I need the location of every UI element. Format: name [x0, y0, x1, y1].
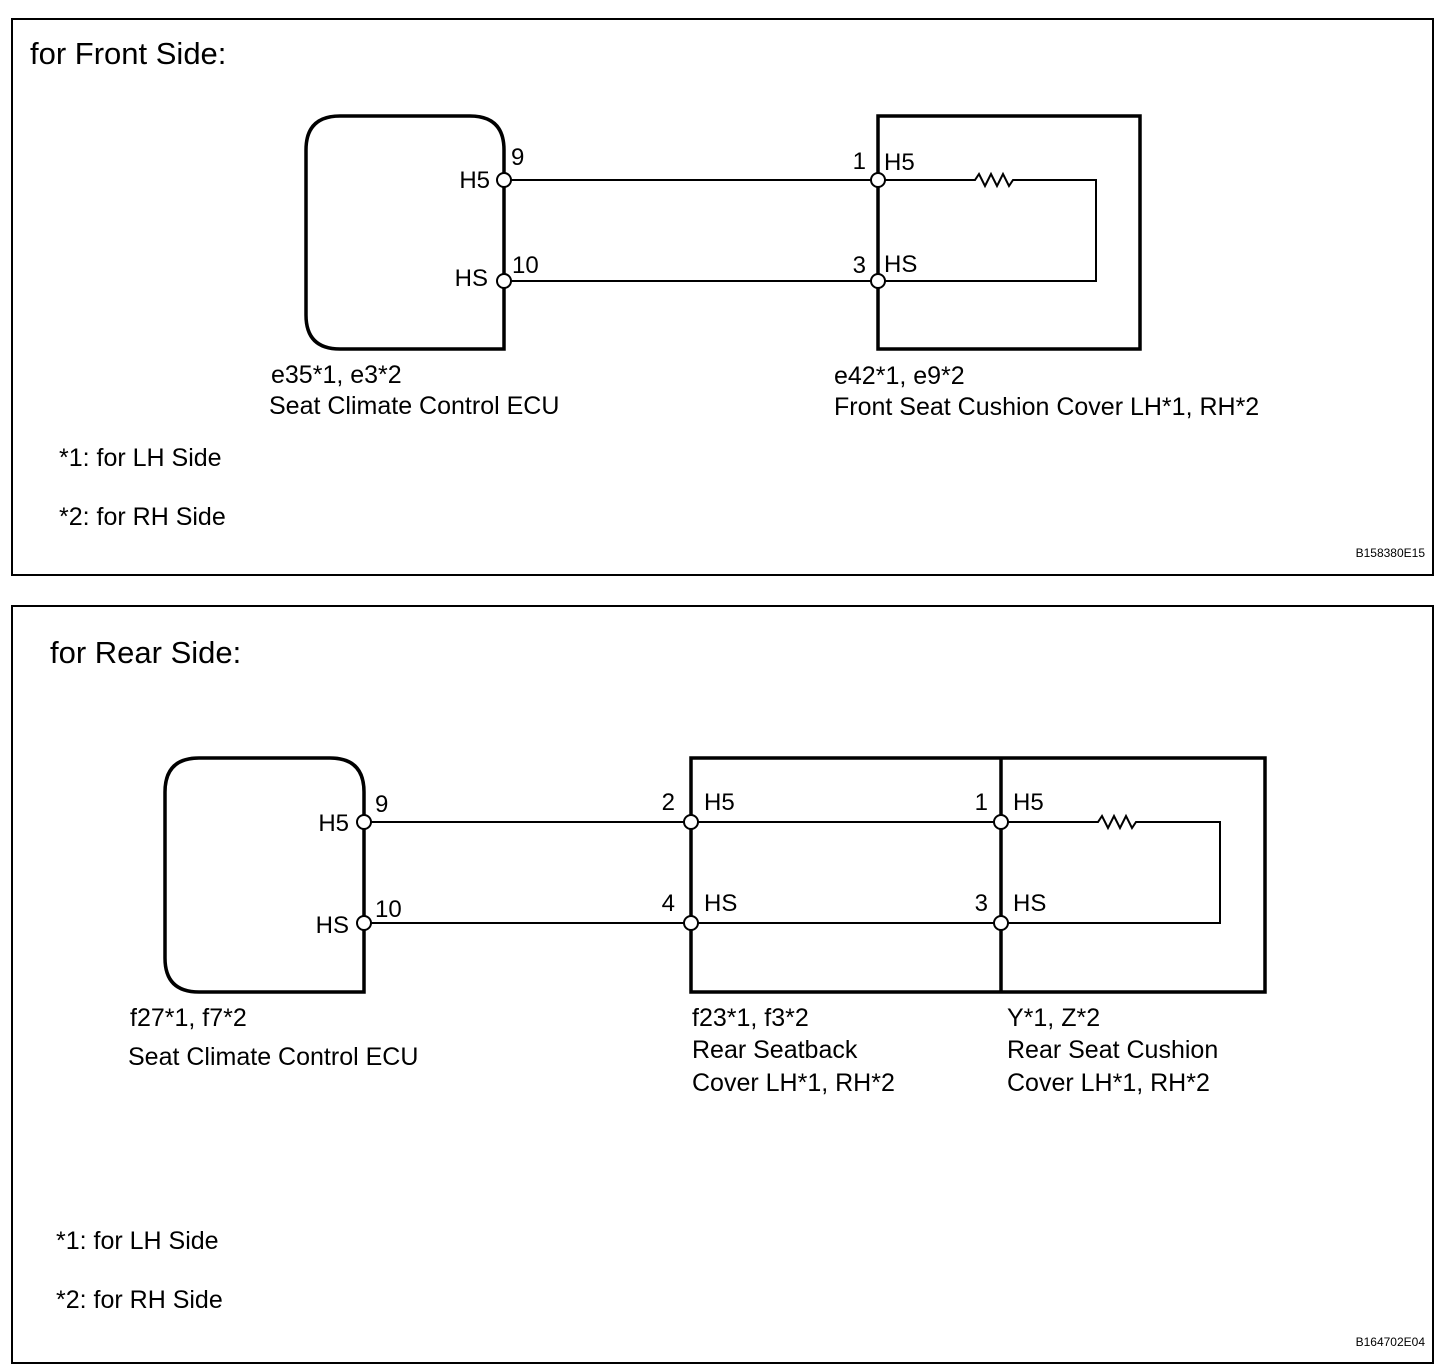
- front-cushion-pin-number-1: 1: [853, 148, 866, 175]
- rear-cushion-name-line1: Rear Seat Cushion: [1007, 1036, 1218, 1064]
- rear-seatback-code: f23*1, f3*2: [692, 1004, 809, 1032]
- rear-ecu-pin-name-hs: HS: [316, 912, 349, 939]
- front-cushion-code: e42*1, e9*2: [834, 362, 965, 390]
- rear-figure-code: B164702E04: [1356, 1335, 1426, 1349]
- rear-seatback-pin-name-h5: H5: [704, 789, 735, 816]
- front-ecu-pin-number-10: 10: [512, 252, 539, 279]
- front-ecu-terminal-h5: [496, 172, 512, 188]
- rear-seatback-name-line2: Cover LH*1, RH*2: [692, 1069, 895, 1097]
- front-ecu-pin-number-9: 9: [511, 144, 524, 171]
- rear-ecu-pin-name-h5: H5: [318, 810, 349, 837]
- rear-ecu-terminal-h5: [356, 814, 372, 830]
- front-panel-frame: [11, 18, 1434, 576]
- rear-ecu-code: f27*1, f7*2: [130, 1004, 247, 1032]
- rear-cushion-pin-number-1: 1: [975, 789, 988, 816]
- front-ecu-pin-name-hs: HS: [455, 265, 488, 292]
- front-ecu-name: Seat Climate Control ECU: [269, 392, 559, 420]
- rear-ecu-pin-number-10: 10: [375, 896, 402, 923]
- rear-seatback-pin-name-hs: HS: [704, 890, 737, 917]
- front-ecu-pin-name-h5: H5: [459, 167, 490, 194]
- rear-seatback-name-line1: Rear Seatback: [692, 1036, 858, 1064]
- front-note-lh: *1: for LH Side: [59, 444, 222, 472]
- front-panel: for Front Side: H5 9 HS 10 1 H5 3 HS e35…: [11, 18, 1434, 576]
- rear-panel-frame: [11, 605, 1434, 1364]
- rear-ecu-name: Seat Climate Control ECU: [128, 1043, 418, 1071]
- rear-panel-title: for Rear Side:: [50, 635, 241, 670]
- rear-cushion-terminal-h5: [993, 814, 1009, 830]
- rear-cushion-pin-name-h5: H5: [1013, 789, 1044, 816]
- rear-ecu-pin-number-9: 9: [375, 791, 388, 818]
- rear-note-lh: *1: for LH Side: [56, 1227, 219, 1255]
- rear-cushion-terminal-hs: [993, 915, 1009, 931]
- front-panel-title: for Front Side:: [30, 36, 226, 71]
- front-figure-code: B158380E15: [1356, 546, 1426, 560]
- front-cushion-pin-number-3: 3: [853, 252, 866, 279]
- rear-covers-box: [689, 756, 1267, 994]
- front-cushion-pin-name-h5: H5: [884, 149, 915, 176]
- rear-seatback-pin-number-4: 4: [662, 890, 675, 917]
- front-note-rh: *2: for RH Side: [59, 503, 226, 531]
- rear-cushion-pin-name-hs: HS: [1013, 890, 1046, 917]
- front-ecu-terminal-hs: [496, 273, 512, 289]
- front-cushion-box: [876, 114, 1142, 351]
- front-heater-resistor: [878, 171, 1097, 282]
- rear-cushion-name-line2: Cover LH*1, RH*2: [1007, 1069, 1210, 1097]
- rear-seatback-terminal-h5: [683, 814, 699, 830]
- rear-cushion-pin-number-3: 3: [975, 890, 988, 917]
- rear-seatback-pin-number-2: 2: [662, 789, 675, 816]
- front-cushion-pin-name-hs: HS: [884, 251, 917, 278]
- rear-heater-resistor: [1001, 813, 1221, 924]
- front-cushion-terminal-hs: [870, 273, 886, 289]
- rear-note-rh: *2: for RH Side: [56, 1286, 223, 1314]
- front-ecu-box: [304, 114, 506, 351]
- front-cushion-name: Front Seat Cushion Cover LH*1, RH*2: [834, 393, 1259, 421]
- rear-ecu-terminal-hs: [356, 915, 372, 931]
- rear-cushion-code: Y*1, Z*2: [1007, 1004, 1100, 1032]
- rear-panel: for Rear Side: H5 9 HS 10 2 H5 4 HS 1 H5…: [11, 605, 1434, 1364]
- front-ecu-code: e35*1, e3*2: [271, 361, 402, 389]
- rear-seatback-terminal-hs: [683, 915, 699, 931]
- rear-ecu-box: [163, 756, 366, 994]
- front-cushion-terminal-h5: [870, 172, 886, 188]
